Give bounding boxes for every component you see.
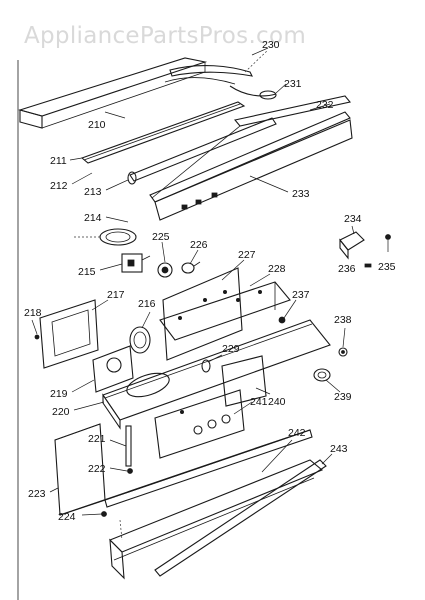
label-221: 221 [88,433,106,445]
label-227: 227 [238,249,256,261]
leader-lines [31,47,355,516]
part-226-socket [181,261,201,274]
part-222-screw [127,468,133,474]
part-240-display-lens [221,355,267,407]
label-222: 222 [88,463,106,475]
label-239: 239 [334,391,352,403]
label-231: 231 [284,78,302,90]
part-211-bracket [80,101,246,164]
label-210: 210 [88,119,106,131]
label-235: 235 [378,261,396,273]
label-240: 240 [268,396,286,408]
label-232: 232 [316,99,334,111]
part-214-thermostat [72,228,137,246]
label-229: 229 [222,343,240,355]
part-labels: 210 211 212 213 214 215 216 217 218 219 … [24,39,396,523]
label-236: 236 [338,263,356,275]
label-211: 211 [50,155,67,167]
label-234: 234 [344,213,362,225]
part-228-backplate [159,281,291,341]
part-217-timer-housing [39,299,99,369]
label-218: 218 [24,307,42,319]
part-233-rail [154,119,353,221]
part-229-button [201,359,211,373]
part-238-nut [338,347,348,357]
part-224-screw [101,511,107,517]
part-232-rail [149,95,352,203]
part-210-top-trim [18,57,208,129]
label-237: 237 [292,289,310,301]
label-238: 238 [334,314,352,326]
label-225: 225 [152,231,170,243]
label-215: 215 [78,266,96,278]
label-219: 219 [50,388,68,400]
label-224: 224 [58,511,76,523]
label-216: 216 [138,298,156,310]
part-239-knob [313,368,331,382]
part-218-screw [34,334,40,340]
label-226: 226 [190,239,208,251]
part-221-strip [125,425,132,467]
label-223: 223 [28,488,46,500]
part-219-timer [92,345,134,393]
label-214: 214 [84,212,102,224]
part-227-plate [162,267,243,361]
part-242-trim-channel [109,459,324,580]
label-217: 217 [107,289,125,301]
label-212: 212 [50,180,68,192]
label-228: 228 [268,263,286,275]
part-216-clock-ring [129,326,151,354]
label-242: 242 [288,427,306,439]
part-213-tube [127,117,277,185]
part-235-screw [385,234,391,252]
part-241-switch-panel [154,389,245,459]
label-230: 230 [262,39,280,51]
part-231-cable [229,85,277,100]
part-220-control-panel [102,319,331,430]
part-230-wire-harness [164,49,269,85]
label-213: 213 [84,186,102,198]
part-236-screw [364,263,372,268]
part-225-knob [157,262,173,278]
label-233: 233 [292,188,310,200]
watermark-text: AppliancePartsPros.com [24,23,306,49]
part-237-bushing [278,316,286,324]
label-243: 243 [330,443,348,455]
part-215-switch [121,253,151,273]
label-241: 241 [250,396,268,408]
part-223-chassis [54,423,313,516]
part-243-rod [154,459,327,577]
part-234-clip [339,231,365,260]
label-220: 220 [52,406,70,418]
